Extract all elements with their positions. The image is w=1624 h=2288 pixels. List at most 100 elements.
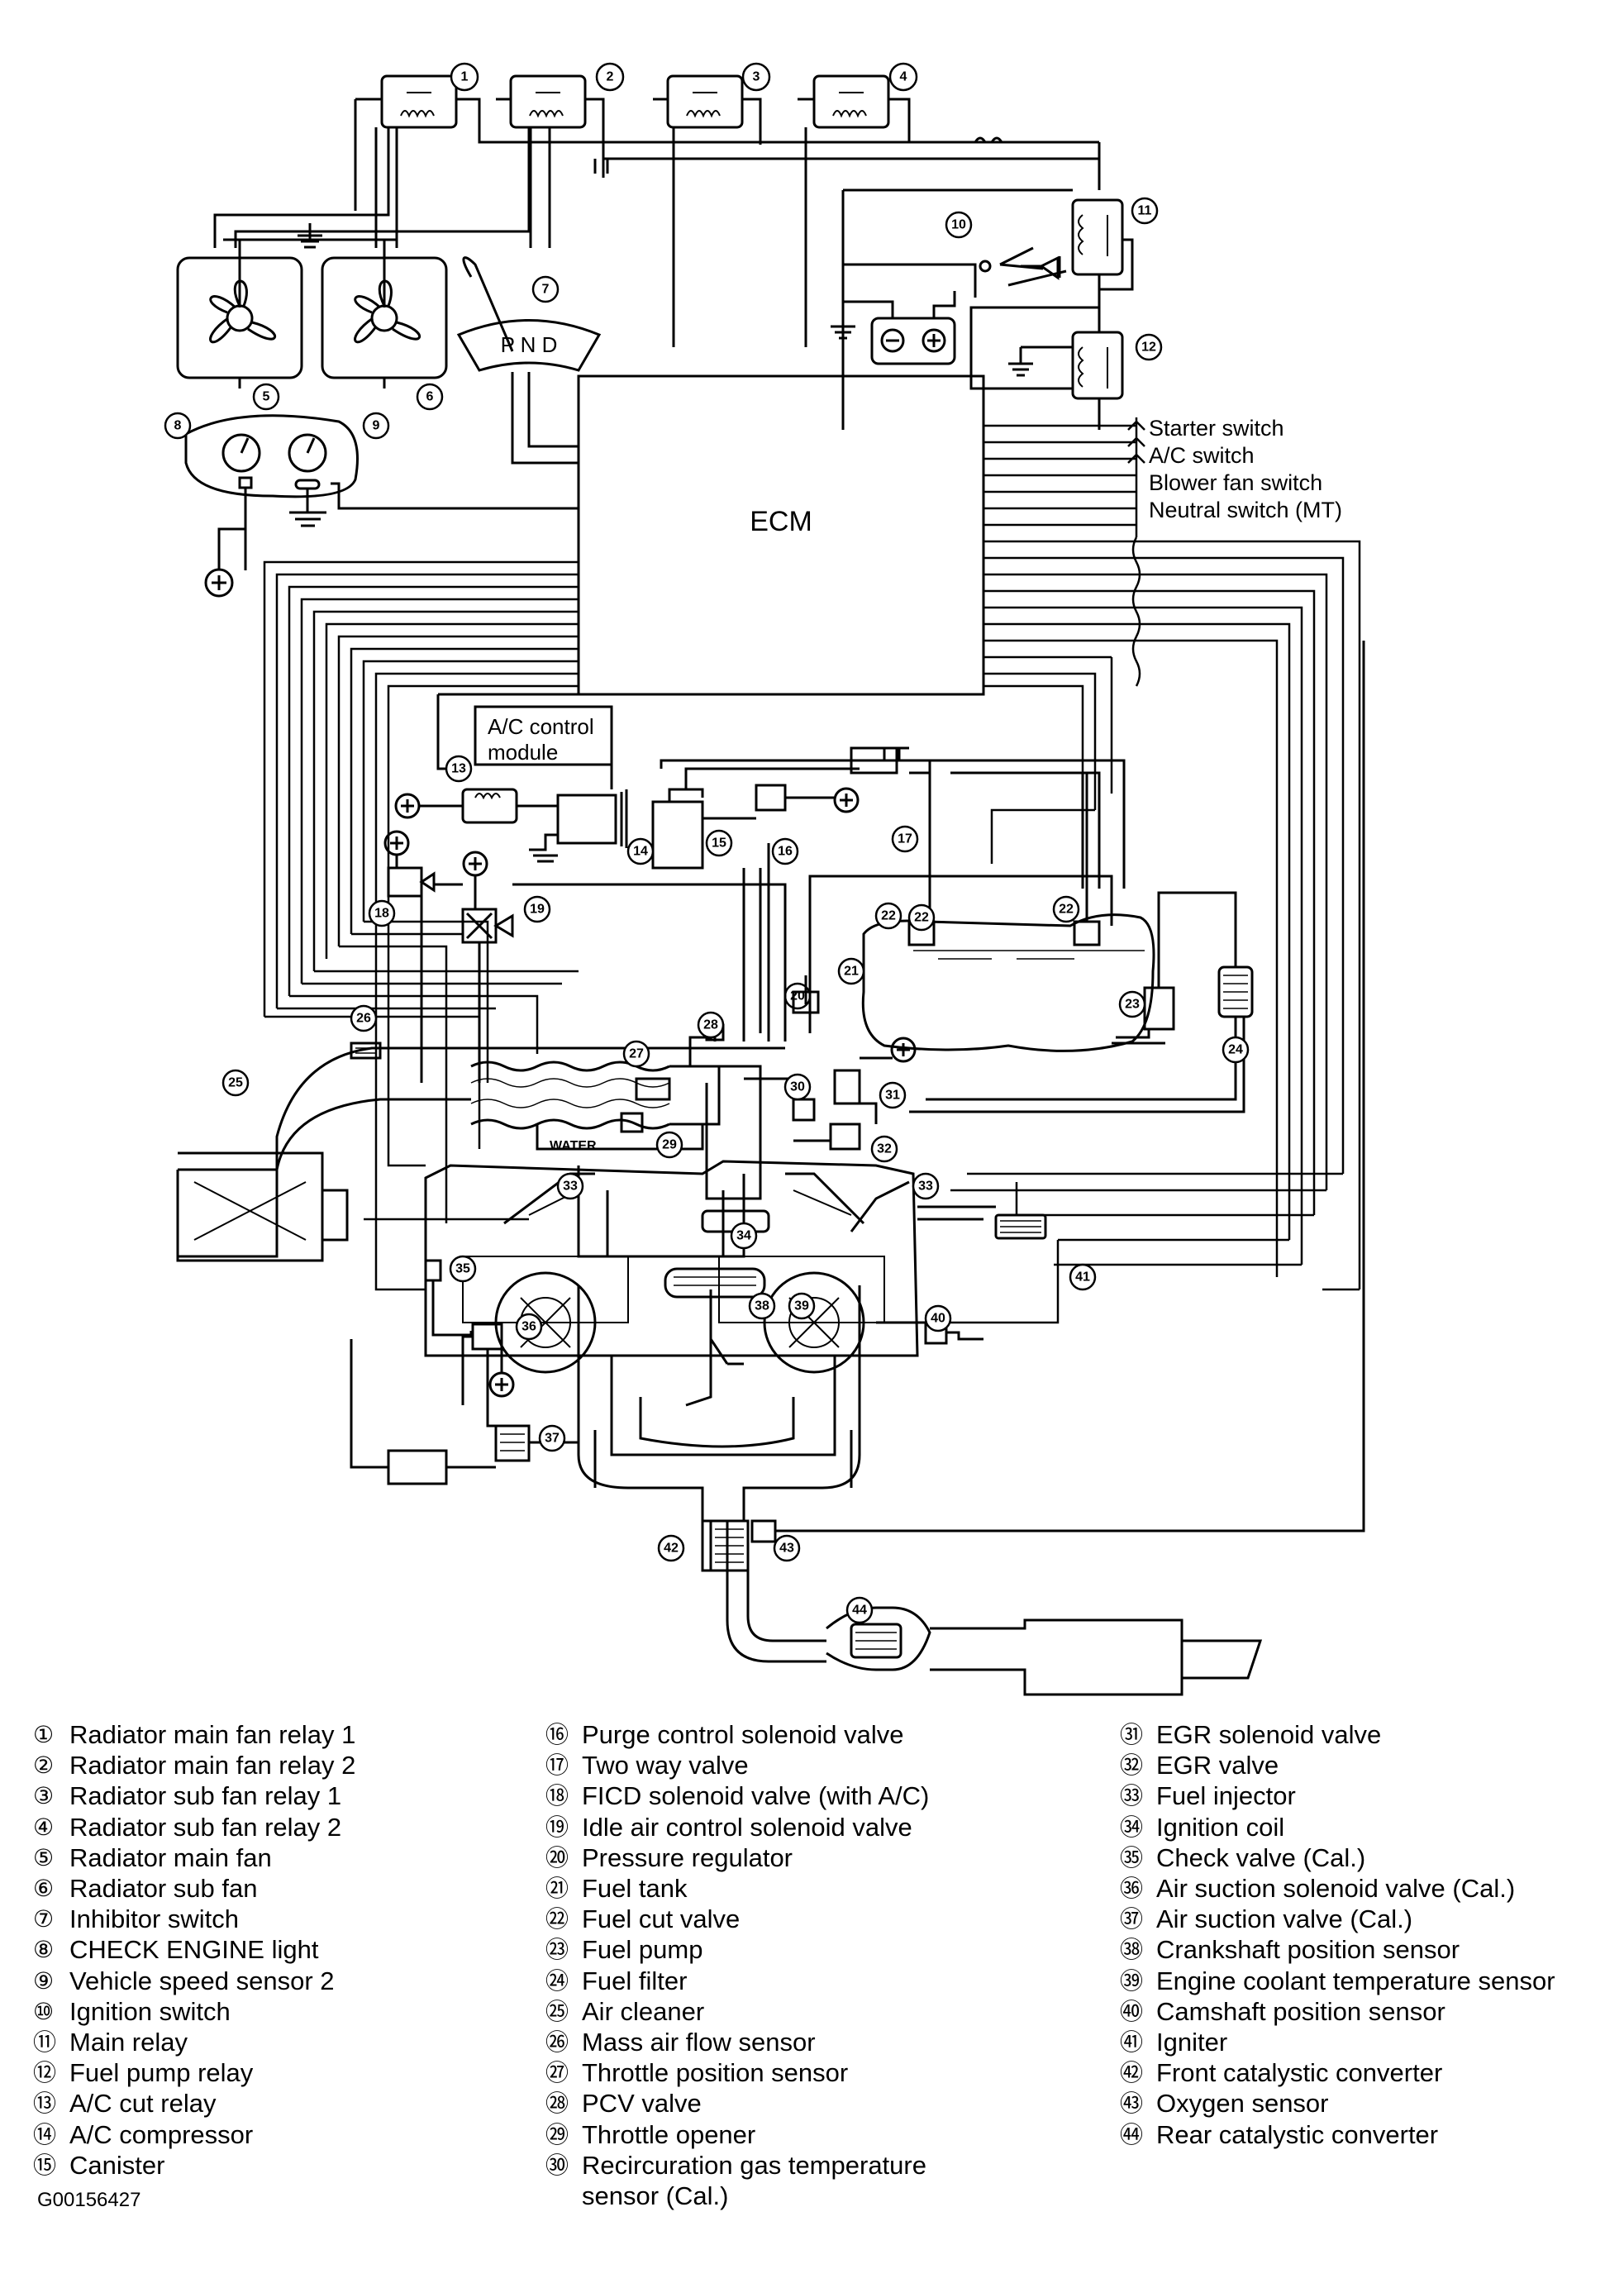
svg-text:5: 5 — [263, 390, 270, 404]
legend-item-text: Fuel tank — [582, 1874, 688, 1904]
legend-item-number: ㊵ — [1120, 1998, 1144, 2024]
legend-item-text: FICD solenoid valve (with A/C) — [582, 1781, 930, 1811]
svg-text:33: 33 — [918, 1180, 933, 1194]
legend-item-text: A/C compressor — [69, 2119, 254, 2149]
svg-text:39: 39 — [794, 1299, 809, 1313]
legend-item: ㊹ Rear catalystic converter — [1120, 2119, 1555, 2150]
legend-item-number: ㊷ — [1120, 2060, 1144, 2086]
svg-text:14: 14 — [633, 845, 648, 859]
legend-item-text: Vehicle speed sensor 2 — [69, 1966, 335, 1995]
legend-item-text: Throttle position sensor — [582, 2058, 849, 2088]
legend-item: ㉔ Fuel filter — [545, 1966, 929, 1996]
idle-control — [383, 830, 787, 1083]
svg-text:20: 20 — [790, 989, 805, 1003]
svg-text:24: 24 — [1228, 1043, 1243, 1057]
neutral-switch-label: Neutral switch (MT) — [1149, 498, 1342, 522]
front-catalytic-converter — [709, 1519, 750, 1572]
legend-item-number: ⑧ — [33, 1937, 55, 1963]
legend-item-text: Engine coolant temperature sensor — [1156, 1966, 1555, 1995]
legend-item-number: ㉔ — [545, 1967, 569, 1994]
legend-item-number: ㊸ — [1120, 2090, 1144, 2117]
fan-relays — [213, 74, 1101, 347]
legend-item-number: ㉜ — [1120, 1752, 1144, 1779]
svg-text:28: 28 — [703, 1018, 718, 1032]
igniter — [994, 1213, 1047, 1240]
legend-item: ㉟ Check valve (Cal.) — [1120, 1842, 1555, 1873]
svg-text:22: 22 — [914, 911, 929, 925]
legend-item: ④ Radiator sub fan relay 2 — [33, 1812, 355, 1842]
svg-text:40: 40 — [931, 1312, 945, 1326]
legend-item-number: ㉓ — [545, 1937, 569, 1963]
svg-text:35: 35 — [455, 1262, 470, 1276]
svg-text:27: 27 — [629, 1047, 644, 1061]
ac-control-module — [474, 705, 613, 766]
legend-item-number: ⑪ — [33, 2029, 57, 2056]
legend-item-text: Check valve (Cal.) — [1156, 1842, 1366, 1872]
battery — [870, 317, 956, 365]
legend-item-text: Canister — [69, 2150, 165, 2180]
legend-item-number: ㉝ — [1120, 1783, 1144, 1809]
legend-item-text: Radiator main fan — [69, 1842, 272, 1872]
legend-item-text: Air cleaner — [582, 1996, 705, 2026]
ficd-solenoid — [387, 866, 423, 898]
svg-text:22: 22 — [881, 909, 896, 923]
svg-text:30: 30 — [790, 1080, 805, 1094]
svg-text:37: 37 — [545, 1432, 560, 1446]
legend-item-number: ㊴ — [1120, 1967, 1144, 1994]
inhibitor-letters: P N D — [501, 332, 558, 357]
legend-item-number: ㊹ — [1120, 2121, 1144, 2147]
air-intake — [176, 1023, 917, 1262]
legend-item-text: Fuel filter — [582, 1966, 688, 1995]
legend-item-text: Ignition switch — [69, 1996, 231, 2026]
ecm-harness — [263, 417, 1361, 1291]
crankshaft-sensor — [664, 1267, 766, 1299]
svg-text:18: 18 — [374, 907, 389, 921]
legend-item-number: ㉟ — [1120, 1844, 1144, 1871]
resonator — [387, 1449, 448, 1485]
legend-item-text: Inhibitor switch — [69, 1904, 240, 1934]
legend-item-number: ㉘ — [545, 2090, 569, 2117]
legend-item-text: A/C cut relay — [69, 2089, 217, 2119]
blower-fan-switch-label: Blower fan switch — [1149, 470, 1322, 495]
legend-item-text: Radiator sub fan relay 2 — [69, 1812, 342, 1842]
recirc-gas-temp-sensor — [792, 1098, 816, 1122]
legend-item-number: ㊱ — [1120, 1876, 1144, 1902]
svg-text:43: 43 — [779, 1542, 794, 1556]
svg-text:21: 21 — [844, 965, 859, 979]
legend-item-text: CHECK ENGINE light — [69, 1935, 319, 1965]
legend-item-number: ⑮ — [33, 2152, 57, 2178]
throttle-position-sensor — [635, 1077, 671, 1101]
evap-system — [651, 746, 1126, 1042]
egr-solenoid — [833, 1069, 861, 1105]
legend-item: ⑮ Canister — [33, 2150, 355, 2181]
legend-item-number: ② — [33, 1752, 55, 1779]
legend-item-number: ㉕ — [545, 1998, 569, 2024]
legend-item-text: Rear catalystic converter — [1156, 2119, 1439, 2149]
legend-item-number: ㉖ — [545, 2029, 569, 2056]
legend-item-number: ㉗ — [545, 2060, 569, 2086]
legend-item-number: ④ — [33, 1814, 55, 1840]
svg-text:8: 8 — [174, 419, 182, 433]
svg-text:3: 3 — [753, 70, 760, 84]
svg-text:25: 25 — [228, 1076, 243, 1090]
